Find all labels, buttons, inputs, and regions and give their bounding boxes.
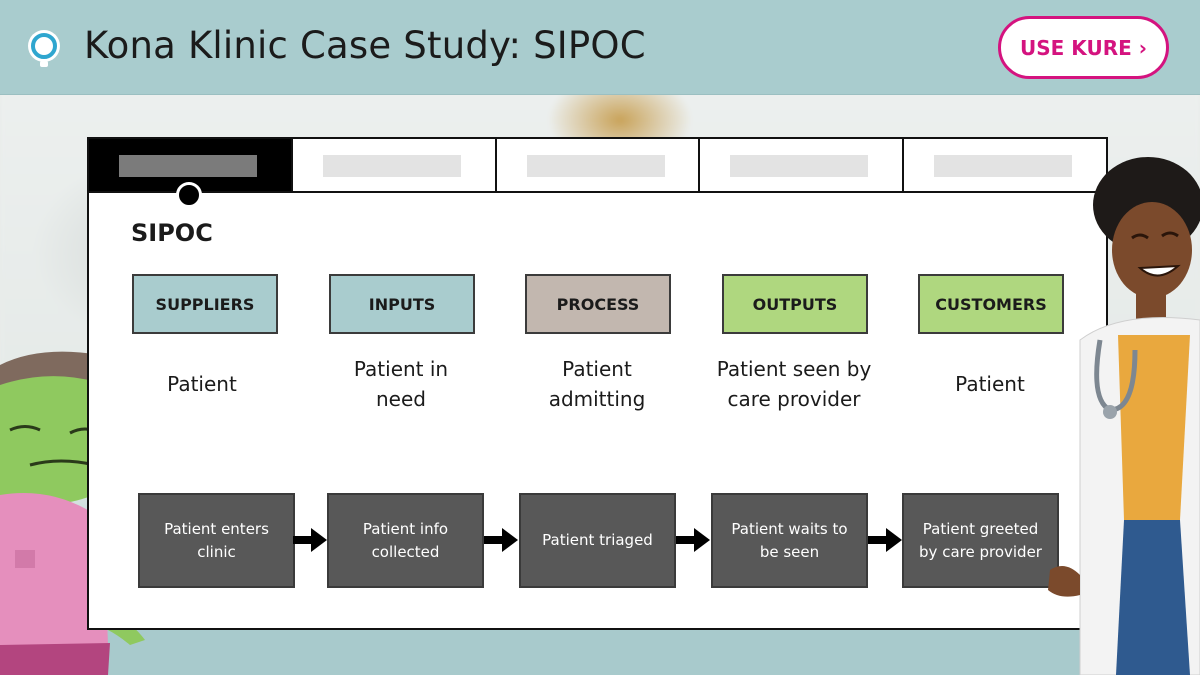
customers-text: Patient bbox=[955, 372, 1025, 396]
use-kure-button[interactable]: USE KURE › bbox=[998, 16, 1169, 79]
outputs-label: OUTPUTS bbox=[722, 274, 868, 334]
process-step-4: Patient waits to be seen bbox=[711, 493, 868, 588]
tab-4[interactable] bbox=[700, 139, 905, 191]
active-tab-indicator bbox=[176, 182, 202, 208]
header-bar: Kona Klinic Case Study: SIPOC USE KURE › bbox=[0, 0, 1200, 95]
tab-5[interactable] bbox=[904, 139, 1106, 191]
process-step-2: Patient info collected bbox=[327, 493, 484, 588]
arrow-right-icon bbox=[868, 528, 902, 552]
page-title: Kona Klinic Case Study: SIPOC bbox=[84, 24, 646, 67]
process-text: Patient admitting bbox=[548, 357, 646, 411]
arrow-right-icon bbox=[484, 528, 518, 552]
section-title: SIPOC bbox=[131, 219, 213, 247]
tab-strip bbox=[89, 139, 1106, 193]
outputs-text: Patient seen by care provider bbox=[716, 357, 872, 411]
arrow-right-icon bbox=[293, 528, 327, 552]
tab-2[interactable] bbox=[292, 139, 497, 191]
tab-3-placeholder bbox=[526, 155, 665, 177]
inputs-label: INPUTS bbox=[329, 274, 475, 334]
suppliers-text: Patient bbox=[167, 372, 237, 396]
process-step-3: Patient triaged bbox=[519, 493, 676, 588]
process-step-5: Patient greeted by care provider bbox=[902, 493, 1059, 588]
doctor-character bbox=[1048, 157, 1200, 675]
tab-1-placeholder bbox=[119, 155, 257, 177]
suppliers-label: SUPPLIERS bbox=[132, 274, 278, 334]
kure-logo-icon bbox=[28, 30, 60, 67]
arrow-right-icon bbox=[676, 528, 710, 552]
customers-label: CUSTOMERS bbox=[918, 274, 1064, 334]
tab-5-placeholder bbox=[934, 155, 1073, 177]
tab-2-placeholder bbox=[322, 155, 461, 177]
tab-3[interactable] bbox=[496, 139, 701, 191]
process-step-1: Patient enters clinic bbox=[138, 493, 295, 588]
process-label: PROCESS bbox=[525, 274, 671, 334]
sipoc-panel: SIPOC SUPPLIERS INPUTS PROCESS OUTPUTS C… bbox=[87, 137, 1108, 630]
tab-4-placeholder bbox=[730, 155, 869, 177]
inputs-text: Patient in need bbox=[353, 357, 449, 411]
